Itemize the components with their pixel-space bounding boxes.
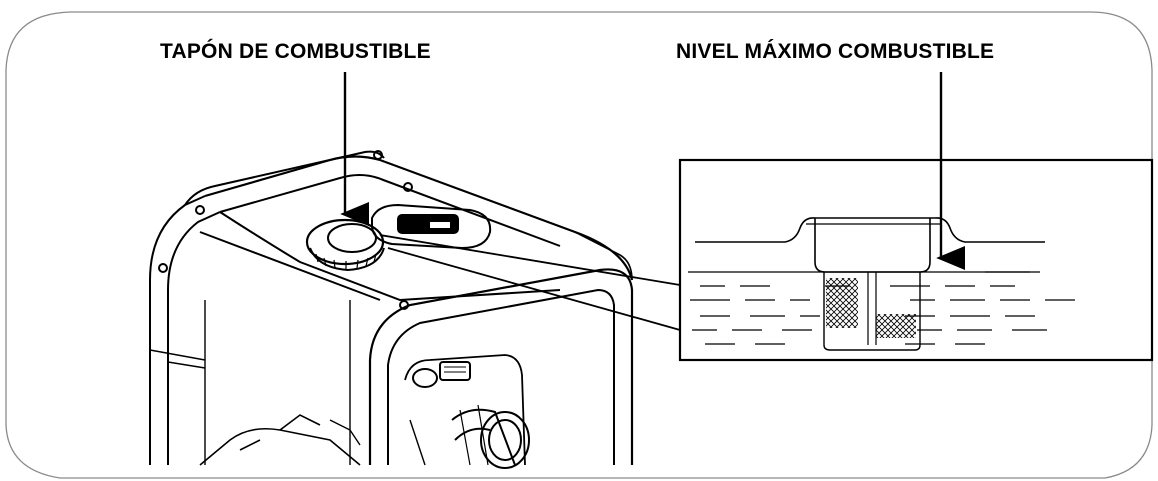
zoom-window bbox=[678, 158, 1154, 362]
max-fuel-level-label: NIVEL MÁXIMO COMBUSTIBLE bbox=[676, 40, 995, 63]
fuel-cap-label: TAPÓN DE COMBUSTIBLE bbox=[160, 40, 431, 63]
frame-front-tube bbox=[368, 268, 634, 465]
generator-illustration bbox=[149, 150, 681, 469]
tank-top-surface bbox=[695, 217, 1045, 243]
fuel-cap-inner bbox=[327, 223, 377, 253]
fuel-gauge bbox=[371, 203, 492, 250]
frame-left-tube bbox=[149, 195, 206, 465]
frame-top-tube bbox=[184, 150, 385, 206]
engine-block bbox=[404, 354, 526, 466]
rounded-border bbox=[5, 11, 1153, 479]
zoom-callout bbox=[379, 234, 681, 286]
fuel-level-lines bbox=[688, 271, 1075, 345]
recoil-starter bbox=[480, 411, 530, 469]
strainer-basket bbox=[823, 272, 921, 351]
